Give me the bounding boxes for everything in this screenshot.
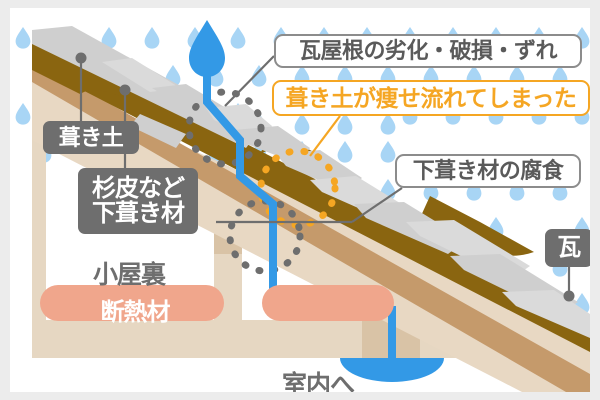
diagram-canvas: 葺き土 杉皮など 下葺き材 瓦屋根の劣化・破損・ずれ 葺き土が痩せ流れてしまった… — [10, 8, 590, 392]
leader-underlay-rot — [351, 187, 403, 223]
callout-tile-roof-deterioration-label: 瓦屋根の劣化・破損・ずれ — [298, 38, 558, 63]
circle-gray-upper — [185, 88, 265, 168]
roof-tile — [130, 114, 186, 148]
label-to-interior-text: 室内へ — [282, 371, 355, 392]
callout-roof-tile-label: 瓦 — [557, 234, 581, 261]
label-insulation-left: 断熱材 — [80, 292, 190, 327]
callout-earth-bedding[interactable]: 葺き土 — [43, 121, 139, 154]
label-to-interior: 室内へ — [282, 365, 355, 392]
roof-tile — [102, 58, 180, 92]
leader-dot — [119, 84, 131, 96]
insulation-bars — [40, 285, 394, 321]
diagram-artwork — [15, 20, 590, 392]
leader-lines — [79, 55, 571, 296]
big-raindrop — [189, 20, 225, 77]
label-insulation-left-text: 断熱材 — [100, 299, 171, 326]
callout-tile-roof-deterioration[interactable]: 瓦屋根の劣化・破損・ずれ — [274, 34, 582, 68]
insulation-bar-right — [262, 285, 394, 321]
callout-underlay-rot[interactable]: 下葺き材の腐食 — [395, 154, 581, 188]
callout-roof-tile[interactable]: 瓦 — [545, 229, 590, 267]
callout-cedar-bark-underlay-line2: 下葺き材 — [92, 200, 185, 227]
label-attic: 小屋裏 — [93, 255, 166, 291]
roof-earth-bedding — [32, 34, 590, 352]
callout-cedar-bark-underlay-line1: 杉皮など — [92, 174, 185, 202]
roof-tiles — [32, 26, 590, 338]
callout-earth-bedding-washed-away[interactable]: 葺き土が痩せ流れてしまった — [272, 80, 590, 116]
roof-tile — [502, 290, 590, 338]
callout-cedar-bark-underlay[interactable]: 杉皮など 下葺き材 — [78, 168, 198, 234]
callout-earth-bedding-label: 葺き土 — [58, 124, 124, 150]
callout-earth-bedding-washed-away-label: 葺き土が痩せ流れてしまった — [285, 84, 577, 111]
leader-line-orange — [309, 115, 341, 157]
leader-tile-roof — [224, 55, 275, 107]
leak-drip-puddle — [340, 358, 444, 382]
callout-underlay-rot-label: 下葺き材の腐食 — [412, 158, 564, 183]
leader-dot — [75, 52, 87, 64]
leader-endpoint-dots — [75, 52, 575, 302]
leader-dot — [563, 290, 575, 302]
insulation-bar-left — [40, 285, 224, 321]
label-attic-text: 小屋裏 — [93, 261, 166, 289]
